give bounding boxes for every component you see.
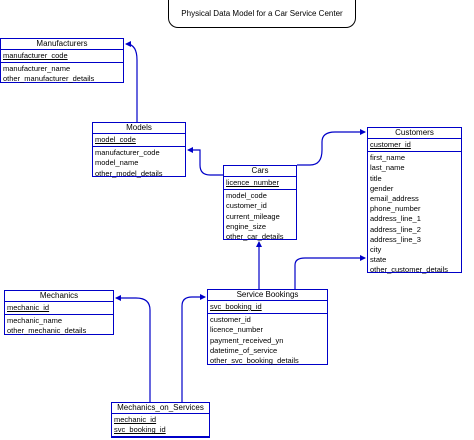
attr: state [370, 255, 387, 265]
entity-customers[interactable]: Customers customer_id first_name last_na… [367, 127, 462, 275]
entity-title: Customers [368, 128, 461, 139]
primary-key-attr: mechanic_id [114, 415, 157, 424]
entity-manufacturers[interactable]: Manufacturers manufacturer_code manufact… [0, 38, 124, 83]
attr: gender [370, 183, 394, 193]
rel-models-manufacturers [125, 41, 138, 122]
rel-cars-customers [297, 129, 366, 166]
attr: address_line_3 [370, 234, 421, 244]
attr: title [370, 173, 382, 183]
attr: city [370, 244, 382, 254]
primary-key-attr: svc_booking_id [210, 302, 262, 311]
attr: other_customer_details [370, 265, 448, 275]
attr: engine_size [226, 221, 267, 231]
attr: manufacturer_code [95, 148, 160, 158]
attr: licence_number [210, 325, 263, 335]
attr: current_mileage [226, 211, 280, 221]
attr: model_code [226, 191, 267, 201]
attr: mechanic_name [7, 316, 63, 326]
entity-title: Models [93, 123, 185, 134]
primary-key-attr: svc_booking_id [114, 425, 166, 435]
primary-key-attr: customer_id [370, 140, 411, 149]
rel-mos-bookings [181, 294, 206, 402]
entity-title: Mechanics_on_Services [112, 403, 209, 414]
primary-key-attr: licence_number [226, 178, 279, 187]
primary-key-attr: mechanic_id [7, 303, 50, 312]
attr: customer_id [210, 315, 251, 325]
entity-mechanics-on-services[interactable]: Mechanics_on_Services mechanic_id svc_bo… [111, 402, 210, 438]
attr: other_mechanic_details [7, 326, 87, 336]
diagram-title: Physical Data Model for a Car Service Ce… [168, 0, 356, 28]
attr: model_name [95, 158, 139, 168]
attr: datetime_of_service [210, 345, 278, 355]
attr: other_manufacturer_details [3, 74, 95, 84]
attr: first_name [370, 153, 406, 163]
attr: customer_id [226, 201, 267, 211]
attr: other_car_details [226, 231, 284, 241]
attr: last_name [370, 163, 405, 173]
entity-title: Cars [224, 166, 296, 177]
rel-cars-models [187, 147, 223, 176]
attr: other_svc_booking_details [210, 355, 299, 365]
primary-key-attr: model_code [95, 135, 136, 144]
entity-mechanics[interactable]: Mechanics mechanic_id mechanic_name othe… [4, 290, 114, 335]
attr: payment_received_yn [210, 335, 284, 345]
attr: manufacturer_name [3, 64, 71, 74]
entity-models[interactable]: Models model_code manufacturer_code mode… [92, 122, 186, 178]
entity-title: Service Bookings [208, 290, 327, 301]
entity-title: Manufacturers [1, 39, 123, 50]
attr: email_address [370, 193, 419, 203]
rel-bookings-customers [294, 255, 366, 289]
entity-title: Mechanics [5, 291, 113, 302]
attr: address_line_2 [370, 224, 421, 234]
rel-mos-mechanics [115, 295, 151, 402]
attr: other_model_details [95, 168, 163, 178]
attr: phone_number [370, 204, 421, 214]
attr: address_line_1 [370, 214, 421, 224]
primary-key-attr: manufacturer_code [3, 51, 68, 60]
entity-service-bookings[interactable]: Service Bookings svc_booking_id customer… [207, 289, 328, 365]
entity-cars[interactable]: Cars licence_number model_code customer_… [223, 165, 297, 241]
